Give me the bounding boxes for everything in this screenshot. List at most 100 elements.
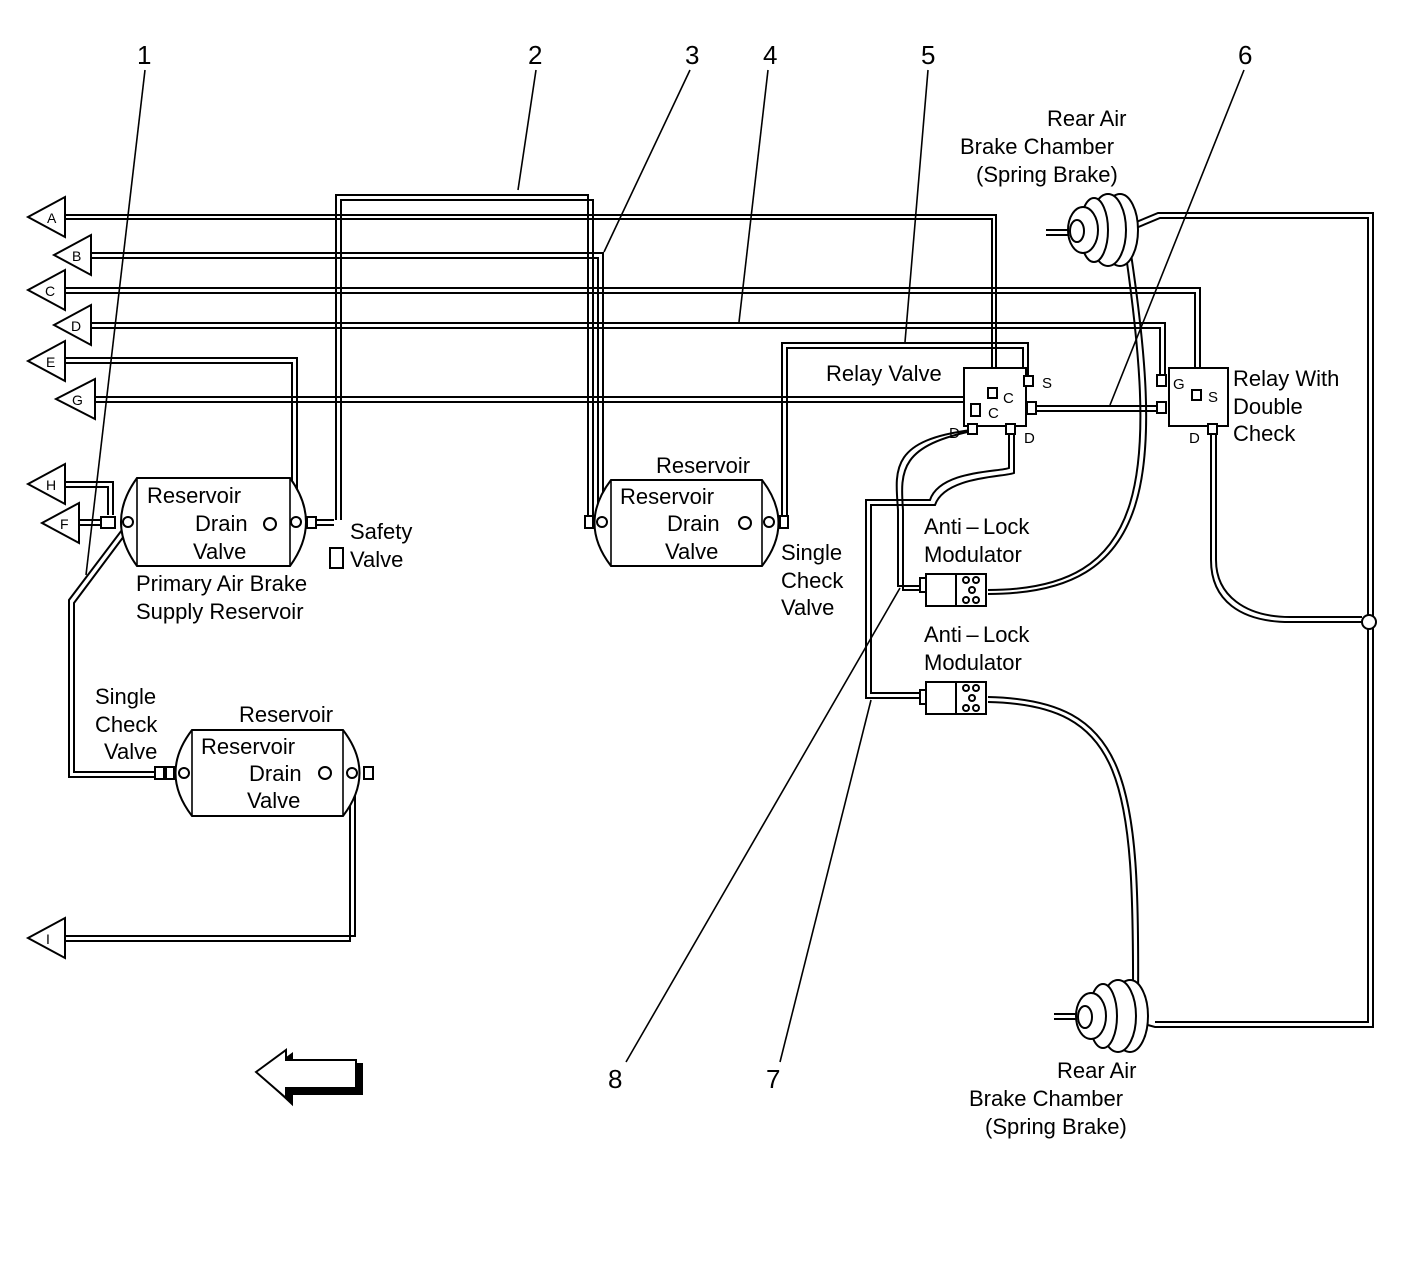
svg-text:Valve: Valve — [350, 547, 403, 572]
line-parking-loop — [1111, 212, 1374, 1028]
svg-text:E: E — [46, 354, 55, 370]
svg-text:Primary Air Brake: Primary Air Brake — [136, 571, 307, 596]
callout-2: 2 — [528, 40, 542, 70]
svg-text:C: C — [988, 405, 999, 422]
relay-with-double-check: G S D Relay With Double Check — [1156, 366, 1339, 447]
svg-text:Reservoir: Reservoir — [147, 483, 241, 508]
left-arrow-icon — [254, 1048, 363, 1107]
line-e — [66, 357, 298, 518]
svg-text:S: S — [1042, 375, 1052, 392]
svg-text:Drain: Drain — [249, 761, 302, 786]
line-a — [66, 214, 997, 392]
line-abs-upper-to-chamber — [987, 227, 1148, 595]
callout-4: 4 — [763, 40, 777, 70]
svg-text:(Spring Brake): (Spring Brake) — [976, 162, 1118, 187]
svg-text:Relay Valve: Relay Valve — [826, 361, 942, 386]
rear-brake-chamber-upper: Rear Air Brake Chamber (Spring Brake) — [960, 106, 1139, 267]
svg-text:Check: Check — [1233, 421, 1296, 446]
drain-valve-icon — [318, 766, 332, 780]
rear-brake-chamber-lower: Rear Air Brake Chamber (Spring Brake) — [969, 979, 1149, 1139]
center-reservoir: Reservoir Reservoir Drain Valve — [584, 453, 789, 567]
svg-text:Single: Single — [95, 684, 156, 709]
line-5 — [781, 342, 1029, 518]
line-6 — [1035, 405, 1163, 412]
svg-text:Valve: Valve — [665, 539, 718, 564]
callout-leaders — [85, 69, 1245, 1063]
svg-text:C: C — [1003, 390, 1014, 407]
line-b — [92, 252, 604, 518]
connector-b: B — [51, 233, 92, 277]
callout-6: 6 — [1238, 40, 1252, 70]
svg-text:Reservoir: Reservoir — [201, 734, 295, 759]
connector-arrows: A B C D E G H F — [25, 195, 96, 960]
connector-a: A — [25, 195, 66, 239]
svg-text:D: D — [1189, 430, 1200, 447]
connector-i: I — [25, 916, 66, 960]
svg-text:Supply Reservoir: Supply Reservoir — [136, 599, 304, 624]
svg-text:Modulator: Modulator — [924, 650, 1022, 675]
svg-text:Drain: Drain — [667, 511, 720, 536]
svg-text:S: S — [1208, 389, 1218, 406]
callout-1: 1 — [137, 40, 151, 70]
svg-text:Single: Single — [781, 540, 842, 565]
line-1 — [68, 521, 155, 778]
svg-text:C: C — [45, 283, 55, 299]
line-i — [66, 780, 356, 942]
abs-modulator-upper: Anti – Lock Modulator — [919, 514, 1030, 607]
svg-text:G: G — [72, 392, 83, 408]
center-single-check-valve: Single Check Valve — [781, 540, 844, 620]
svg-text:Valve: Valve — [247, 788, 300, 813]
callout-5: 5 — [921, 40, 935, 70]
line-c — [66, 287, 1201, 392]
svg-text:Double: Double — [1233, 394, 1303, 419]
svg-text:Relay With: Relay With — [1233, 366, 1339, 391]
svg-text:Rear Air: Rear Air — [1047, 106, 1126, 131]
drain-valve-icon — [263, 517, 277, 531]
svg-text:H: H — [46, 477, 56, 493]
abs-modulator-lower: Anti – Lock Modulator — [919, 622, 1030, 715]
line-h — [66, 481, 114, 515]
connector-e: E — [25, 339, 66, 383]
line-d — [92, 322, 1166, 383]
svg-text:Rear Air: Rear Air — [1057, 1058, 1136, 1083]
tee-fitting — [1361, 614, 1377, 630]
svg-text:D: D — [71, 318, 81, 334]
relay-valve: Relay Valve S C C D D — [826, 361, 1052, 447]
connector-g: G — [53, 377, 96, 421]
callout-numbers: 1 2 3 4 5 6 7 8 — [137, 40, 1252, 1094]
svg-text:D: D — [949, 425, 960, 442]
connector-c: C — [25, 268, 66, 312]
line-2 — [335, 194, 594, 520]
connector-f: F — [39, 501, 80, 545]
callout-8: 8 — [608, 1064, 622, 1094]
line-relay-dc-to-loop — [1210, 432, 1362, 623]
svg-text:Brake Chamber: Brake Chamber — [969, 1086, 1123, 1111]
svg-text:Brake Chamber: Brake Chamber — [960, 134, 1114, 159]
connector-h: H — [25, 462, 66, 506]
svg-text:A: A — [47, 210, 57, 226]
svg-text:D: D — [1024, 430, 1035, 447]
svg-text:Valve: Valve — [781, 595, 834, 620]
svg-text:Anti – Lock: Anti – Lock — [924, 514, 1030, 539]
svg-text:Modulator: Modulator — [924, 542, 1022, 567]
connector-d: D — [51, 303, 92, 347]
svg-text:G: G — [1173, 376, 1185, 393]
svg-text:Drain: Drain — [195, 511, 248, 536]
svg-text:Reservoir: Reservoir — [620, 484, 714, 509]
svg-text:Check: Check — [95, 712, 158, 737]
svg-text:Reservoir: Reservoir — [656, 453, 750, 478]
callout-3: 3 — [685, 40, 699, 70]
svg-text:Check: Check — [781, 568, 844, 593]
drain-valve-icon — [738, 516, 752, 530]
line-f — [80, 519, 100, 526]
svg-text:Anti – Lock: Anti – Lock — [924, 622, 1030, 647]
air-lines — [66, 194, 1374, 1028]
svg-text:Reservoir: Reservoir — [239, 702, 333, 727]
svg-text:B: B — [72, 248, 81, 264]
svg-text:Safety: Safety — [350, 519, 412, 544]
lower-reservoir: Reservoir Reservoir Drain Valve — [154, 702, 374, 817]
svg-text:I: I — [46, 931, 50, 947]
line-relay-to-abs-upper — [895, 429, 978, 591]
svg-text:Valve: Valve — [193, 539, 246, 564]
line-abs-lower-to-chamber — [987, 696, 1140, 1006]
